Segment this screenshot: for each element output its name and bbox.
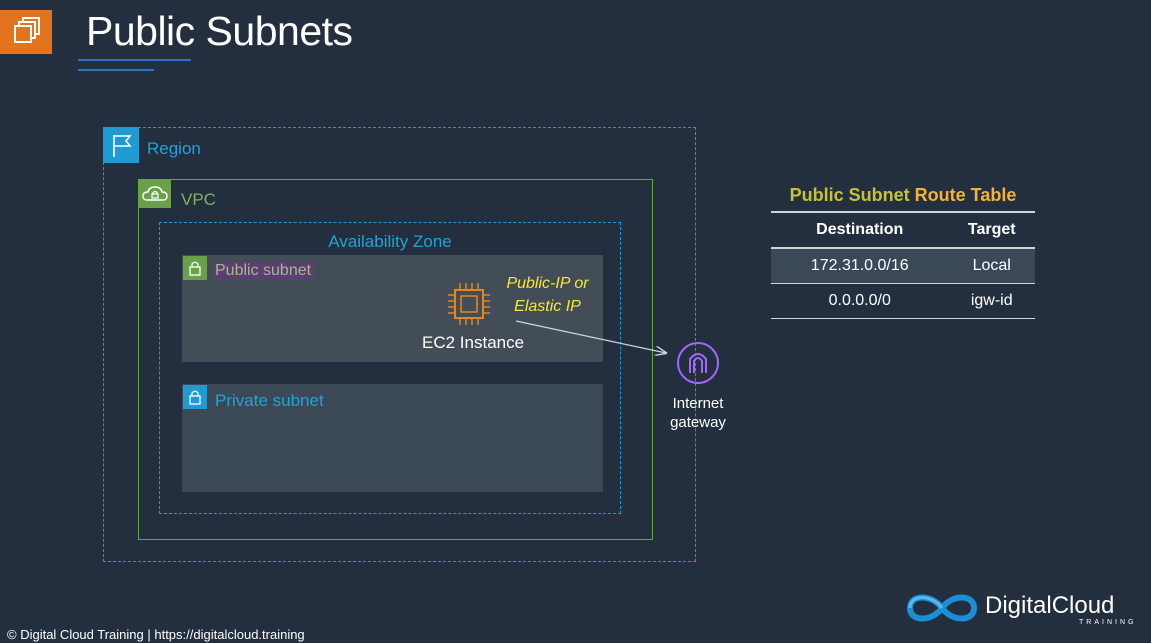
region-container [103, 127, 696, 562]
infinity-logo-icon [902, 586, 982, 630]
brand-subtitle: TRAINING [1079, 619, 1137, 626]
route-table-title-part2: Route Table [914, 185, 1017, 205]
route-destination: 172.31.0.0/16 [771, 248, 949, 284]
public-ip-label: Public-IP or Elastic IP [490, 272, 605, 318]
aws-logo-icon [0, 10, 52, 54]
private-subnet-container [182, 384, 603, 492]
private-subnet-label: Private subnet [215, 391, 324, 410]
internet-gateway-label-line1: Internet [672, 395, 724, 412]
route-destination: 0.0.0.0/0 [771, 283, 949, 319]
lock-icon [183, 256, 207, 280]
footer-copyright: © Digital Cloud Training | https://digit… [7, 627, 305, 642]
public-ip-label-line2: Elastic IP [514, 298, 581, 315]
route-table-header-row: Destination Target [771, 211, 1035, 249]
internet-gateway-icon [674, 339, 722, 387]
page-title: Public Subnets [86, 8, 353, 54]
public-subnet-label: Public subnet [213, 262, 314, 280]
vpc-container [138, 179, 653, 540]
route-table-row: 0.0.0.0/0 igw-id [771, 283, 1035, 319]
availability-zone-container [159, 222, 621, 514]
route-table-row: 172.31.0.0/16 Local [771, 248, 1035, 284]
column-header-target: Target [948, 211, 1035, 249]
internet-gateway-label: Internet gateway [652, 394, 744, 432]
flag-icon [103, 127, 139, 163]
brand-name: DigitalCloud [985, 592, 1115, 619]
cloud-lock-icon [139, 180, 171, 208]
title-underline-short [78, 69, 154, 71]
region-label: Region [147, 139, 201, 158]
route-table-title-part1: Public Subnet [789, 185, 910, 205]
lock-icon [183, 385, 207, 409]
vpc-label: VPC [181, 190, 216, 209]
availability-zone-label: Availability Zone [328, 232, 452, 251]
route-table-title: Public Subnet Route Table [771, 185, 1035, 206]
internet-gateway-label-line2: gateway [670, 414, 726, 431]
ec2-chip-icon [446, 281, 492, 327]
route-table: Destination Target 172.31.0.0/16 Local 0… [771, 211, 1035, 319]
column-header-destination: Destination [771, 211, 949, 249]
route-target: Local [948, 248, 1035, 284]
route-target: igw-id [948, 283, 1035, 319]
public-ip-label-line1: Public-IP or [506, 275, 589, 292]
ec2-instance-label: EC2 Instance [422, 333, 525, 352]
title-underline [78, 59, 191, 61]
